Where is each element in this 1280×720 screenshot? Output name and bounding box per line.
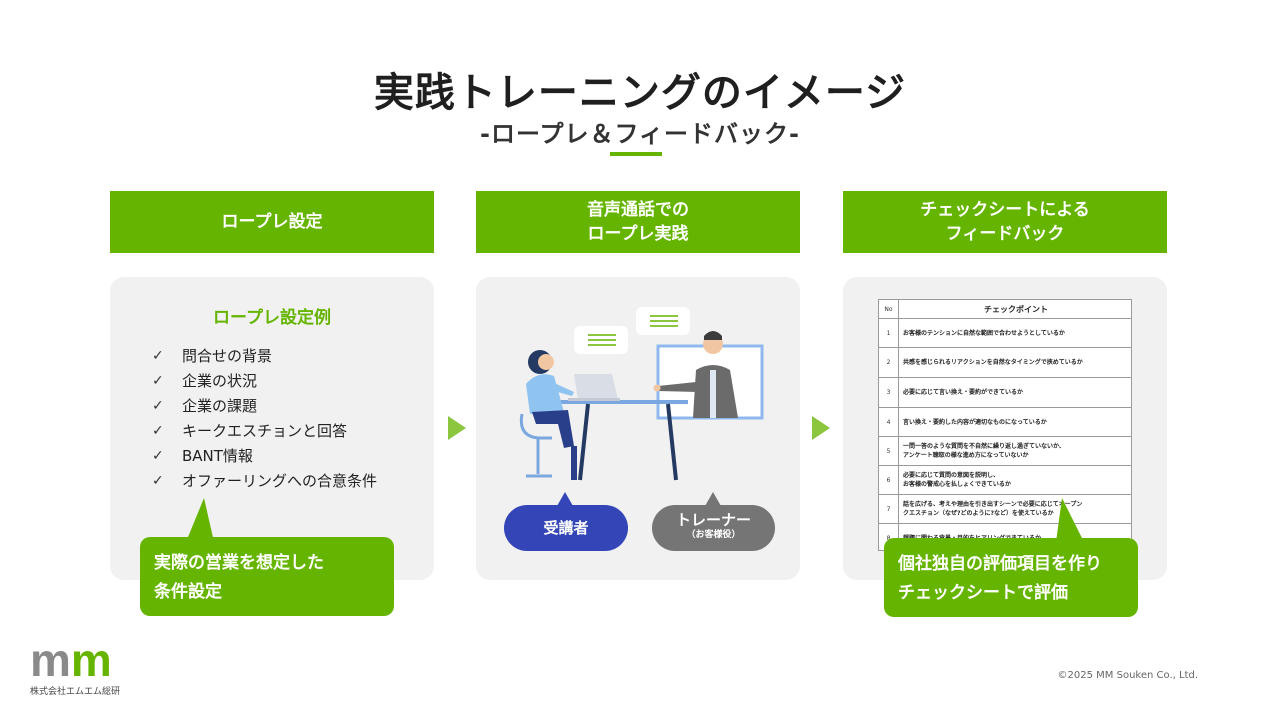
check-icon: ✓ bbox=[152, 422, 164, 439]
list-item: ✓ 企業の状況 bbox=[152, 368, 377, 393]
list-item-label: 企業の状況 bbox=[182, 372, 258, 390]
table-cell: 共感を感じられるリアクションを自然なタイミングで挟めているか bbox=[903, 359, 1083, 366]
table-cell: 必要に応じて質問の意図を説明し、 お客様の警戒心を払しょくできているか bbox=[903, 472, 1011, 488]
check-icon: ✓ bbox=[152, 347, 164, 364]
column-header-roleplay-setting: ロープレ設定 bbox=[110, 191, 434, 253]
page-title: 実践トレーニングのイメージ bbox=[373, 70, 907, 116]
table-cell: 8 bbox=[879, 524, 899, 550]
list-item: ✓ オファーリングへの合意条件 bbox=[152, 468, 377, 493]
title-underline bbox=[610, 152, 662, 156]
list-item: ✓ 企業の課題 bbox=[152, 393, 377, 418]
list-item-label: BANT情報 bbox=[182, 447, 253, 465]
column-header-label: 音声通話での ロープレ実践 bbox=[587, 200, 689, 244]
video-call-illustration bbox=[519, 331, 764, 481]
table-header: チェックポイント bbox=[984, 304, 1048, 314]
pill-tail-icon bbox=[705, 492, 721, 506]
check-icon: ✓ bbox=[152, 397, 164, 414]
table-cell: No bbox=[879, 300, 899, 318]
chat-bubble-icon bbox=[636, 307, 690, 335]
table-cell: 2 bbox=[879, 348, 899, 377]
table-row: No チェックポイント bbox=[879, 300, 1131, 319]
flow-arrow-icon bbox=[812, 416, 830, 440]
company-name: 株式会社エムエム総研 bbox=[30, 687, 121, 697]
callout-tail-icon bbox=[186, 498, 214, 542]
table-cell: 言い換え・要約した内容が適切なものになっているか bbox=[903, 418, 1047, 426]
table-row: 3 必要に応じて言い換え・要約ができているか bbox=[879, 378, 1131, 408]
column-header-feedback: チェックシートによる フィードバック bbox=[843, 191, 1167, 253]
list-item: ✓ BANT情報 bbox=[152, 443, 377, 468]
trainer-badge: トレーナー （お客様役） bbox=[652, 505, 775, 551]
table-cell: 7 bbox=[879, 495, 899, 523]
callout-text: 個社独自の評価項目を作り チェックシートで評価 bbox=[898, 554, 1102, 603]
table-row: 1 お客様のテンションに自然な範囲で合わせようとしているか bbox=[879, 319, 1131, 348]
copyright: ©2025 MM Souken Co., Ltd. bbox=[1057, 670, 1198, 681]
learner-badge: 受講者 bbox=[504, 505, 628, 551]
trainer-label: トレーナー bbox=[675, 511, 751, 529]
column-header-voice-practice: 音声通話での ロープレ実践 bbox=[476, 191, 800, 253]
table-cell: 3 bbox=[879, 378, 899, 407]
table-cell: 5 bbox=[879, 437, 899, 465]
callout-condition-setting: 実際の営業を想定した 条件設定 bbox=[140, 537, 394, 616]
table-cell: 1 bbox=[879, 319, 899, 347]
callout-text: 実際の営業を想定した 条件設定 bbox=[154, 553, 324, 602]
check-icon: ✓ bbox=[152, 447, 164, 464]
list-item-label: オファーリングへの合意条件 bbox=[182, 472, 378, 490]
list-item-label: キークエスチョンと回答 bbox=[182, 422, 348, 440]
column-header-label: ロープレ設定 bbox=[221, 212, 323, 232]
page-subtitle: -ロープレ＆フィードバック- bbox=[479, 120, 800, 148]
table-cell: お客様のテンションに自然な範囲で合わせようとしているか bbox=[903, 329, 1065, 337]
panel-roleplay-setting bbox=[110, 277, 434, 580]
table-row: 4 言い換え・要約した内容が適切なものになっているか bbox=[879, 408, 1131, 437]
list-item-label: 企業の課題 bbox=[182, 397, 258, 415]
logo-text: mm bbox=[30, 643, 112, 679]
table-cell: 話を広げる、考えや理由を引き出すシーンで必要に応じてオープン クエスチョン（なぜ… bbox=[903, 501, 1083, 517]
check-icon: ✓ bbox=[152, 372, 164, 389]
roleplay-setting-list: ✓ 問合せの背景 ✓ 企業の状況 ✓ 企業の課題 ✓ キークエスチョンと回答 ✓ BANT… bbox=[152, 343, 377, 493]
table-cell: 必要に応じて言い換え・要約ができているか bbox=[903, 389, 1024, 396]
pill-tail-icon bbox=[557, 492, 573, 506]
list-item-label: 問合せの背景 bbox=[182, 347, 273, 365]
table-cell: 4 bbox=[879, 408, 899, 436]
callout-custom-evaluation: 個社独自の評価項目を作り チェックシートで評価 bbox=[884, 538, 1138, 617]
callout-tail-icon bbox=[1056, 498, 1084, 542]
check-icon: ✓ bbox=[152, 472, 164, 489]
roleplay-example-title: ロープレ設定例 bbox=[213, 308, 331, 328]
company-logo-icon: mm bbox=[30, 643, 112, 679]
list-item: ✓ キークエスチョンと回答 bbox=[152, 418, 377, 443]
table-cell: 一問一答のような質問を不自然に繰り返し過ぎていないか、 アンケート聴取の様な進め… bbox=[903, 443, 1065, 459]
trainer-sublabel: （お客様役） bbox=[686, 530, 741, 540]
flow-arrow-icon bbox=[448, 416, 466, 440]
table-row: 2 共感を感じられるリアクションを自然なタイミングで挟めているか bbox=[879, 348, 1131, 378]
table-cell: 6 bbox=[879, 466, 899, 494]
column-header-label: チェックシートによる フィードバック bbox=[920, 200, 1090, 244]
list-item: ✓ 問合せの背景 bbox=[152, 343, 377, 368]
chat-bubble-icon bbox=[574, 326, 628, 354]
